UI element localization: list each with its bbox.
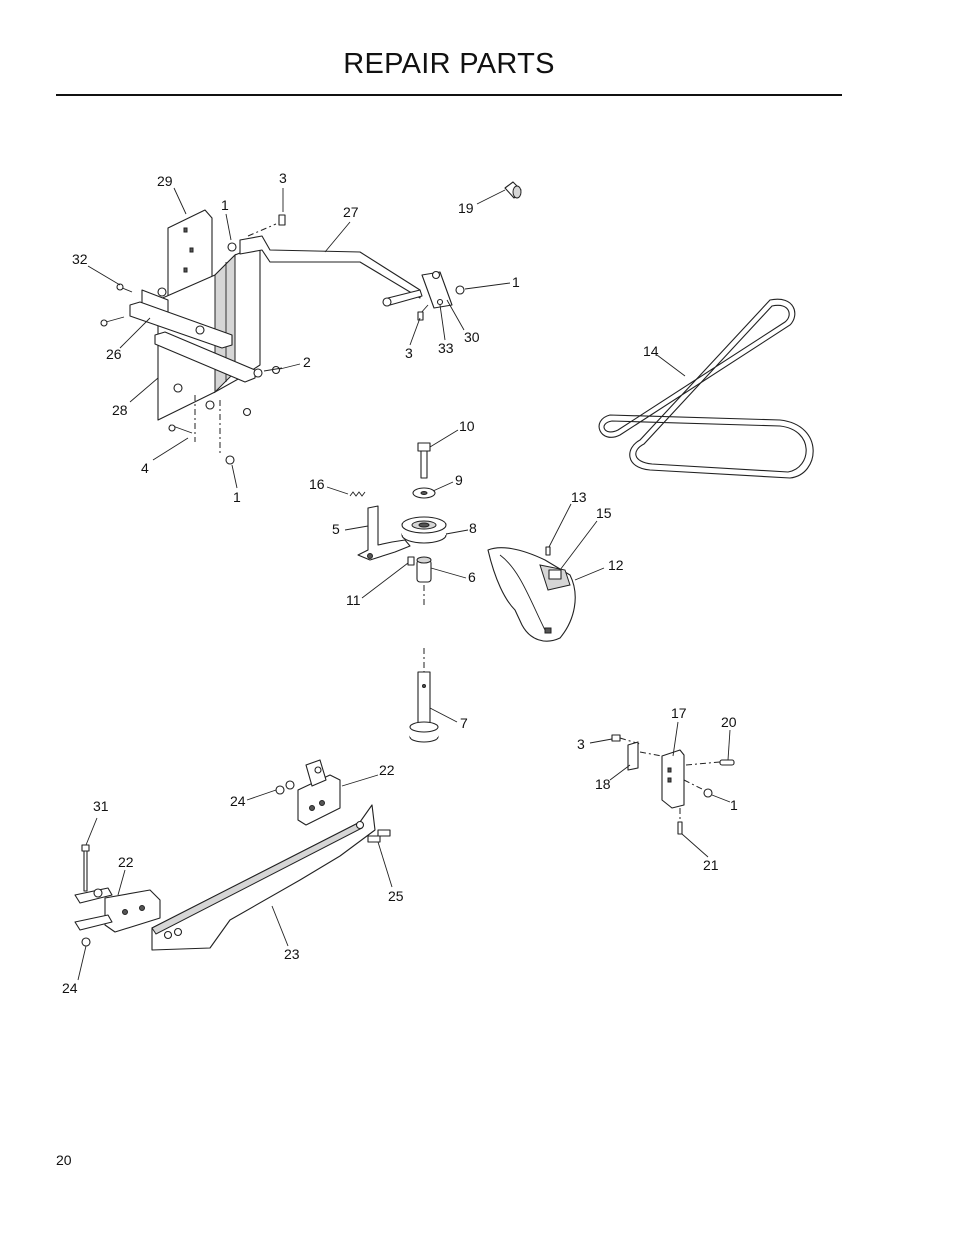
callout-31: 31 [93, 798, 109, 814]
belt-cover [487, 546, 576, 642]
callout-2: 2 [303, 354, 311, 370]
callout-24a: 24 [230, 793, 246, 809]
callout-12: 12 [608, 557, 624, 573]
callout-19: 19 [458, 200, 474, 216]
callout-6: 6 [468, 569, 476, 585]
callout-32: 32 [72, 251, 88, 267]
callout-11: 11 [346, 592, 361, 608]
callout-1b: 1 [512, 274, 520, 290]
right-bracket-assembly [611, 734, 735, 835]
callout-7: 7 [460, 715, 468, 731]
callout-3b: 3 [405, 345, 413, 361]
mounting-plate-assembly [100, 209, 283, 465]
callout-22a: 22 [379, 762, 395, 778]
callout-29: 29 [157, 173, 173, 189]
callout-14: 14 [643, 343, 659, 359]
callout-26: 26 [106, 346, 122, 362]
handle-arm [239, 214, 465, 321]
callouts: 29 3 1 27 19 32 1 26 3 33 30 2 28 14 4 1 [62, 170, 738, 996]
page-title: REPAIR PARTS [343, 48, 555, 80]
callout-3a: 3 [279, 170, 287, 186]
callout-13: 13 [571, 489, 587, 505]
callout-15: 15 [596, 505, 612, 521]
handle-knob [504, 181, 522, 199]
callout-23: 23 [284, 946, 300, 962]
callout-4: 4 [141, 460, 149, 476]
callout-8: 8 [469, 520, 477, 536]
callout-27: 27 [343, 204, 359, 220]
lower-arm-assembly [74, 759, 391, 951]
callout-9: 9 [455, 472, 463, 488]
callout-18: 18 [595, 776, 611, 792]
callout-17: 17 [671, 705, 687, 721]
callout-1d: 1 [730, 797, 738, 813]
callout-1c: 1 [233, 489, 241, 505]
callout-16: 16 [309, 476, 325, 492]
callout-10: 10 [459, 418, 475, 434]
page-number: 20 [56, 1152, 72, 1168]
title-divider [56, 94, 842, 96]
callout-20: 20 [721, 714, 737, 730]
idler-pulley-assembly [349, 442, 447, 743]
callout-5: 5 [332, 521, 340, 537]
callout-33: 33 [438, 340, 454, 356]
callout-1a: 1 [221, 197, 229, 213]
callout-22b: 22 [118, 854, 134, 870]
callout-3c: 3 [577, 736, 585, 752]
callout-30: 30 [464, 329, 480, 345]
callout-28: 28 [112, 402, 128, 418]
callout-21: 21 [703, 857, 719, 873]
drive-belt [598, 298, 814, 479]
callout-25: 25 [388, 888, 404, 904]
callout-24b: 24 [62, 980, 78, 996]
